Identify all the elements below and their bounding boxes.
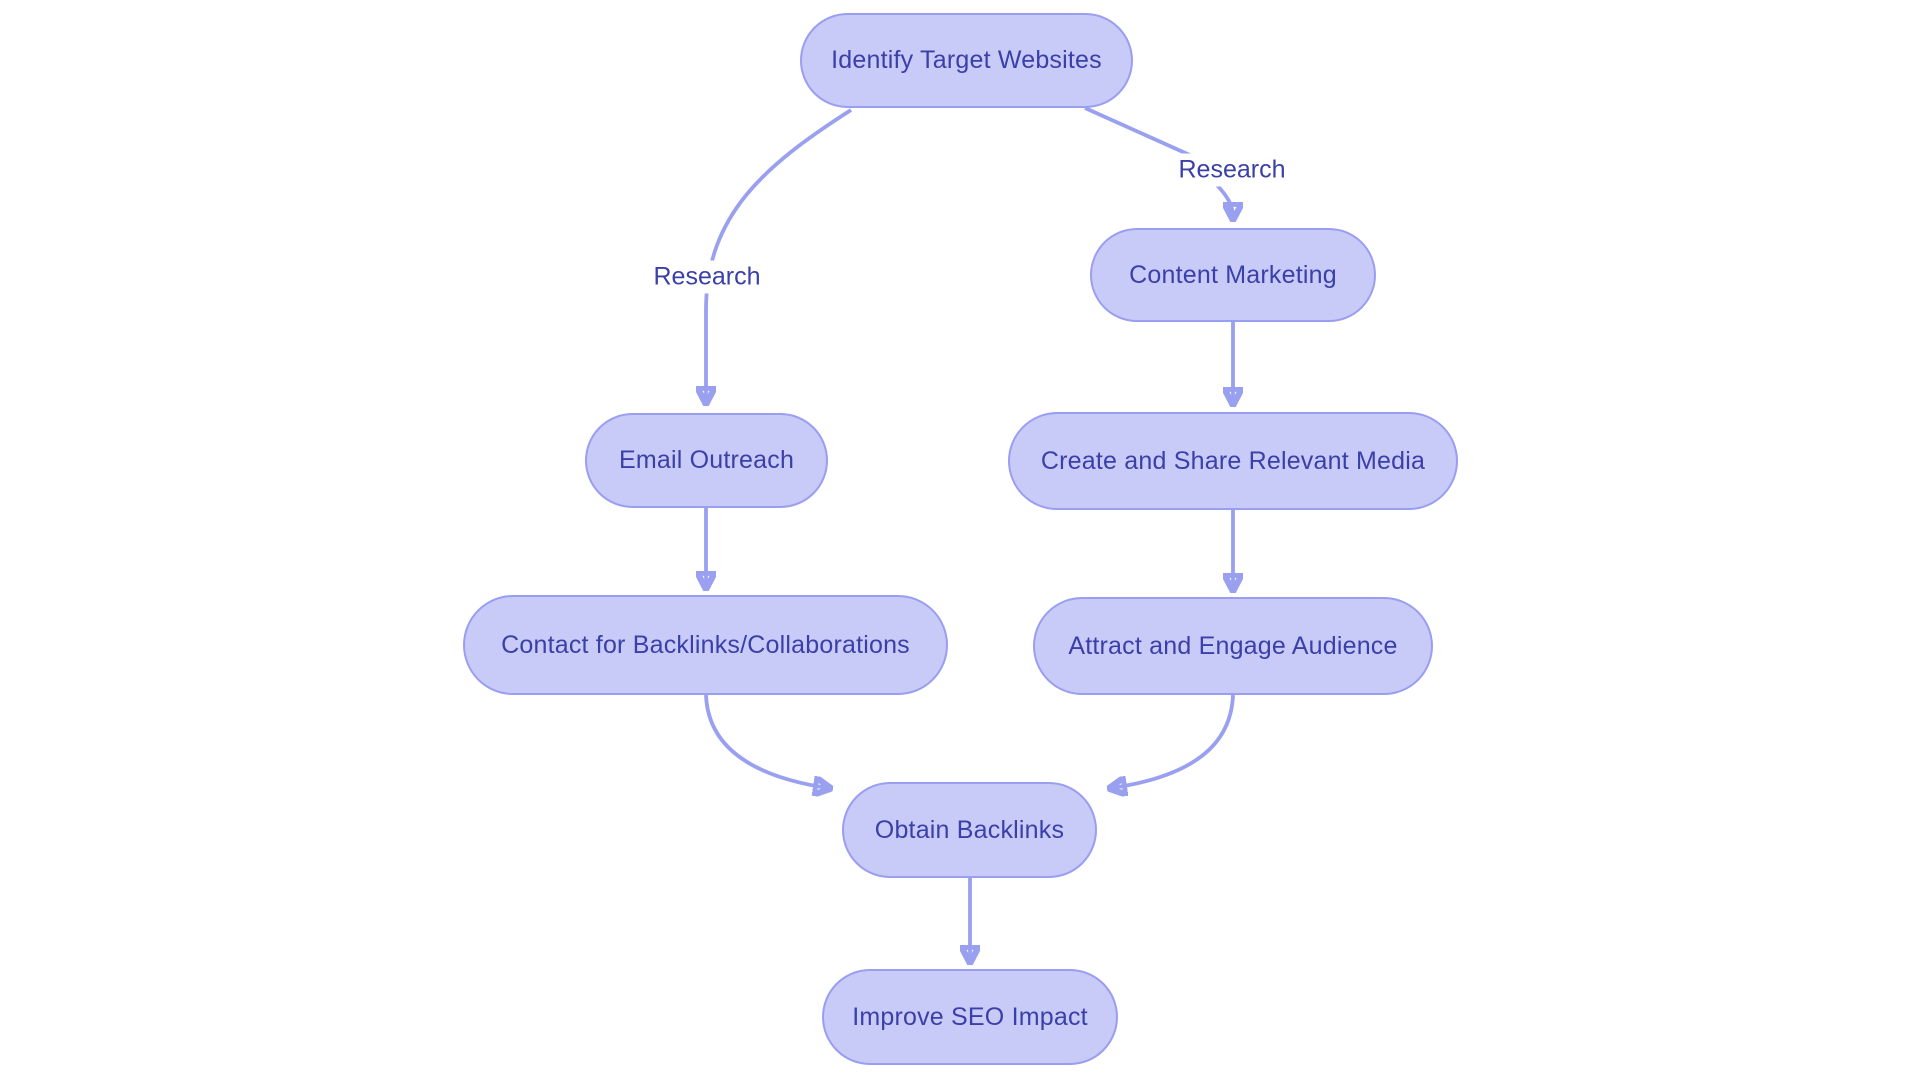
edge-label-research-left: Research [645, 260, 769, 294]
node-attract-and-engage-audience: Attract and Engage Audience [1033, 597, 1433, 695]
edge-label-research-right: Research [1170, 153, 1294, 187]
node-content-marketing: Content Marketing [1090, 228, 1376, 322]
edge-attract-to-obtain [1112, 694, 1235, 788]
edge-identify-to-content-arrow [1215, 183, 1233, 217]
node-obtain-backlinks: Obtain Backlinks [842, 782, 1097, 878]
node-email-outreach: Email Outreach [585, 413, 828, 508]
edge-identify-to-content-segment [1084, 106, 1193, 158]
edge-identify-to-email [706, 108, 853, 401]
node-create-and-share-relevant-media: Create and Share Relevant Media [1008, 412, 1458, 510]
node-identify-target-websites: Identify Target Websites [800, 13, 1133, 108]
node-improve-seo-impact: Improve SEO Impact [822, 969, 1118, 1065]
edge-contact-to-obtain [704, 694, 828, 788]
node-contact-for-backlinks-collaborations: Contact for Backlinks/Collaborations [463, 595, 948, 695]
